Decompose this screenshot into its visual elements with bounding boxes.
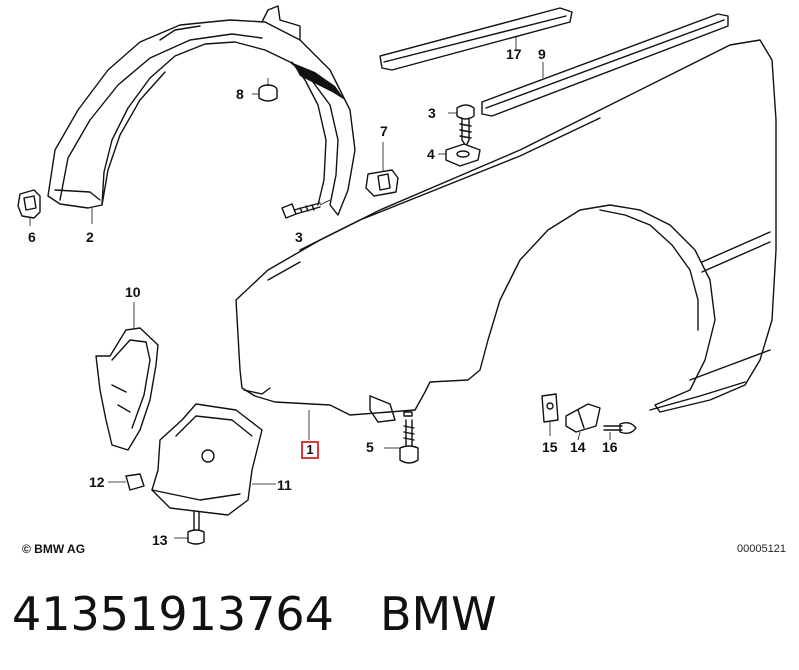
screw-13 bbox=[174, 511, 205, 545]
callout-15[interactable]: 15 bbox=[542, 439, 558, 455]
callout-3-right[interactable]: 3 bbox=[428, 105, 436, 121]
trim-strip-17 bbox=[379, 7, 573, 71]
brand-name: BMW bbox=[379, 587, 497, 641]
parts-diagram: 1 2 3 3 4 5 6 7 8 9 10 11 12 13 14 15 16… bbox=[17, 5, 786, 556]
callout-1[interactable]: 1 bbox=[301, 441, 319, 459]
screw-3-left bbox=[281, 199, 331, 219]
part-footer: 41351913764 BMW bbox=[12, 588, 543, 640]
clip-14 bbox=[565, 403, 601, 441]
callout-9[interactable]: 9 bbox=[538, 46, 546, 62]
callout-11[interactable]: 11 bbox=[277, 477, 292, 493]
callout-4[interactable]: 4 bbox=[427, 146, 435, 162]
trim-strip-9 bbox=[481, 13, 729, 117]
shield-11 bbox=[151, 403, 276, 516]
clip-7 bbox=[365, 142, 399, 197]
nut-4 bbox=[438, 143, 481, 167]
callout-5[interactable]: 5 bbox=[366, 439, 374, 455]
callout-12[interactable]: 12 bbox=[89, 474, 105, 490]
clip-12 bbox=[108, 473, 145, 491]
callout-17[interactable]: 17 bbox=[506, 46, 522, 62]
clip-6 bbox=[17, 189, 41, 226]
callout-16[interactable]: 16 bbox=[602, 439, 618, 455]
parts-diagram-drawing bbox=[17, 5, 777, 545]
callout-2[interactable]: 2 bbox=[86, 229, 94, 245]
splash-shield-10 bbox=[95, 302, 159, 451]
callout-14[interactable]: 14 bbox=[570, 439, 586, 455]
callout-13[interactable]: 13 bbox=[152, 532, 168, 548]
copyright-notice: © BMW AG bbox=[22, 542, 86, 556]
callout-8[interactable]: 8 bbox=[236, 86, 244, 102]
document-number: 00005121 bbox=[737, 543, 786, 555]
screw-5 bbox=[384, 419, 419, 464]
bracket-15 bbox=[541, 393, 559, 436]
screw-3-right bbox=[448, 104, 475, 147]
screw-16 bbox=[603, 421, 637, 440]
callout-6[interactable]: 6 bbox=[28, 229, 36, 245]
callout-10[interactable]: 10 bbox=[125, 284, 141, 300]
nut-8 bbox=[252, 78, 278, 102]
front-fender bbox=[235, 39, 777, 440]
wheel-arch-liner bbox=[47, 5, 356, 224]
callout-7[interactable]: 7 bbox=[380, 123, 388, 139]
callout-3-left[interactable]: 3 bbox=[295, 229, 303, 245]
part-number: 41351913764 bbox=[12, 587, 334, 641]
